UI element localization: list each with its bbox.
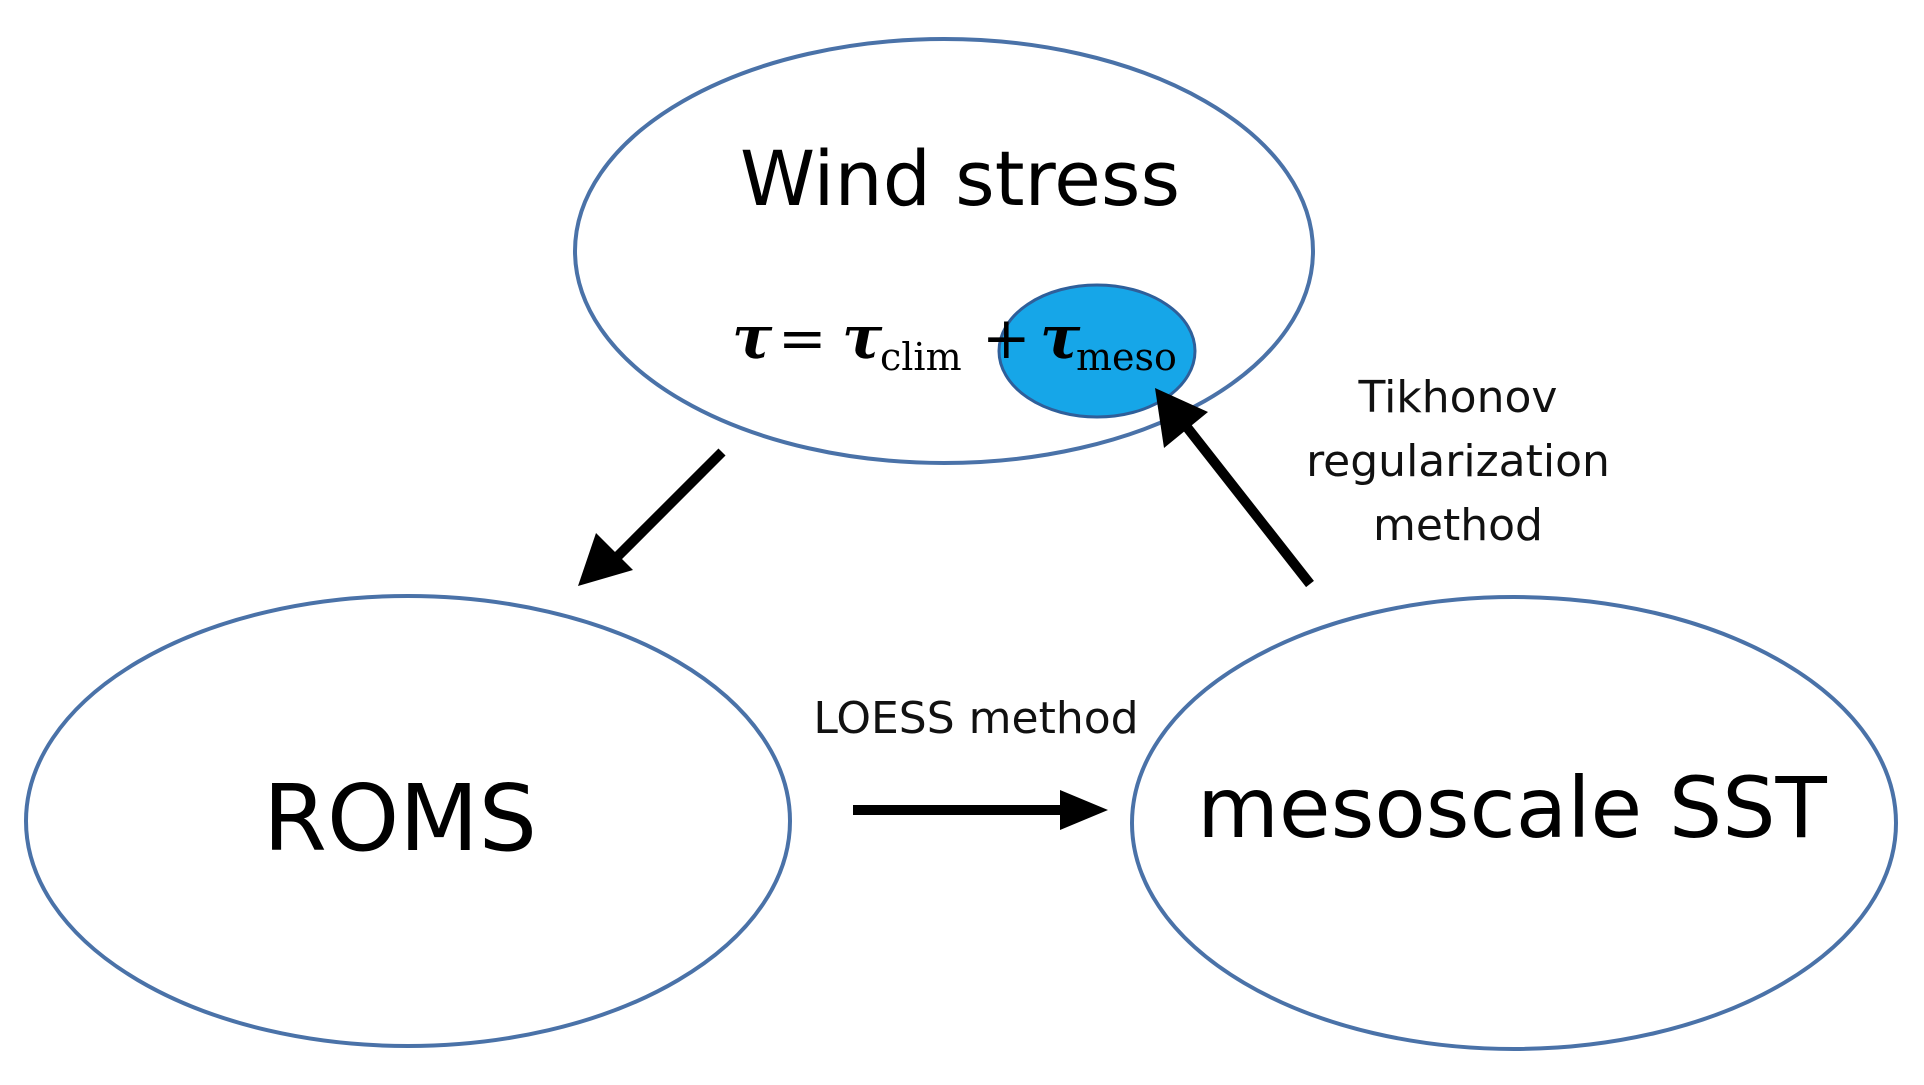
wind-stress-node: Wind stress τ = τ clim + τ meso: [573, 37, 1315, 465]
tikhonov-label-line1: Tikhonov: [1358, 372, 1558, 423]
tikhonov-label: Tikhonov regularization method: [1306, 372, 1610, 551]
arrow-sst-to-wind-shaft: [1182, 422, 1314, 588]
roms-ellipse: [24, 594, 792, 1048]
tau-meso-highlight: [997, 283, 1197, 419]
tikhonov-label-line3: method: [1373, 500, 1543, 551]
formula-term2-subscript: meso: [1076, 335, 1177, 379]
loess-method-label: LOESS method: [813, 693, 1138, 744]
formula-plus: +: [982, 304, 1031, 372]
arrow-wind-to-roms-shaft: [608, 448, 726, 566]
tikhonov-label-line2: regularization: [1306, 436, 1610, 487]
arrow-sst-to-wind-head: [1155, 388, 1208, 448]
arrow-wind-to-roms-head: [578, 533, 633, 586]
arrow-roms-to-sst-head: [1060, 790, 1108, 830]
wind-stress-title: Wind stress: [740, 134, 1180, 223]
arrow-roms-to-sst: [853, 790, 1108, 830]
arrow-sst-to-wind: [1155, 388, 1314, 588]
roms-node: ROMS: [24, 594, 792, 1048]
wind-stress-ellipse: [573, 37, 1315, 465]
formula-term1-subscript: clim: [880, 335, 962, 379]
mesoscale-sst-title: mesoscale SST: [1197, 759, 1827, 857]
formula-lhs-tau: τ: [732, 303, 773, 373]
formula-term1-tau: τ: [842, 303, 883, 373]
mesoscale-sst-ellipse: [1130, 595, 1898, 1051]
wind-stress-formula: τ = τ clim + τ meso: [732, 303, 1177, 379]
formula-equals: =: [778, 304, 827, 372]
mesoscale-sst-node: mesoscale SST: [1130, 595, 1898, 1051]
formula-term2-tau: τ: [1040, 303, 1081, 373]
roms-title: ROMS: [263, 765, 537, 872]
arrow-wind-to-roms: [578, 448, 726, 586]
